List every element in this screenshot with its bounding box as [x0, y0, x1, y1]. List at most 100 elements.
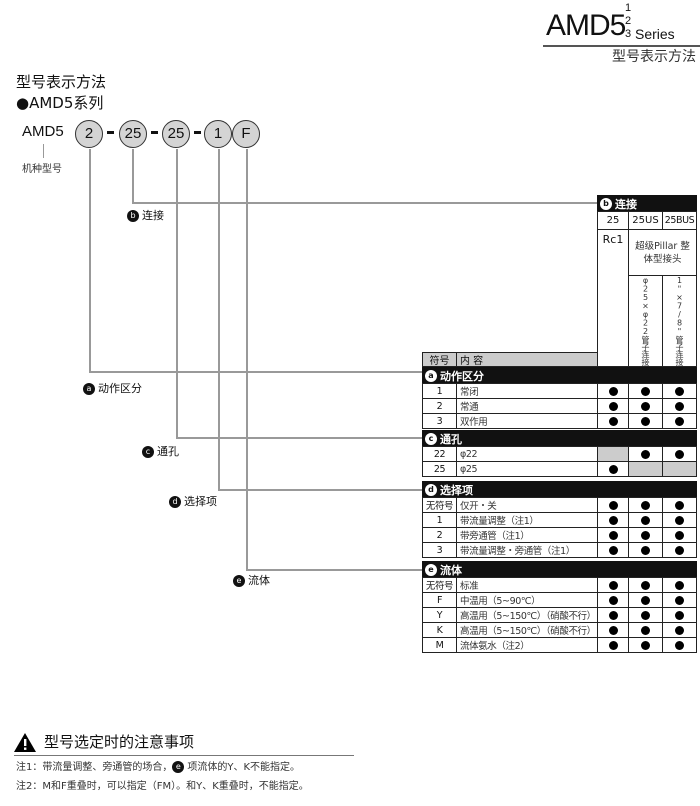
available-dot-icon: [641, 386, 650, 396]
row-code: 无符号: [422, 577, 457, 593]
available-dot-icon: [641, 625, 650, 635]
row-code: 25: [422, 461, 457, 477]
series-sub-top: 2: [625, 15, 632, 27]
availability-cell: [662, 512, 697, 528]
availability-cell: [662, 542, 697, 558]
available-dot-icon: [608, 464, 618, 474]
unavailable-cell: [662, 461, 697, 477]
callout-label: 连接: [142, 209, 164, 222]
row-code: 1: [422, 512, 457, 528]
note-1-a: 注1：带流量调整、旁通管的场合，: [16, 762, 173, 773]
availability-cell: [628, 497, 663, 513]
available-dot-icon: [641, 449, 650, 459]
availability-cell: [597, 527, 629, 543]
leader-c-h: [176, 437, 422, 439]
leader-d-h: [218, 489, 422, 491]
availability-cell: [597, 398, 629, 414]
availability-cell: [597, 592, 629, 608]
leader-e-h: [246, 569, 422, 571]
section-title: 流体: [440, 563, 462, 577]
availability-cell: [662, 592, 697, 608]
row-code: M: [422, 637, 457, 653]
availability-cell: [597, 413, 629, 429]
note-2: 注2：M和F重叠时，可以指定（FM）。和Y、K重叠时，不能指定。: [16, 781, 309, 792]
connection-col-25us: 25US: [628, 211, 663, 230]
available-dot-icon: [608, 401, 618, 411]
connection-desc-col3: 1"×7/8"管子连接: [662, 275, 697, 367]
row-content: 常闭: [456, 383, 598, 399]
available-dot-icon: [675, 449, 684, 459]
badge-icon: e: [233, 575, 245, 587]
available-dot-icon: [675, 515, 684, 525]
connection-desc-rc1: Rc1: [597, 229, 629, 367]
availability-cell: [628, 542, 663, 558]
connection-desc-pillar: 超级Pillar 整体型接头: [628, 229, 697, 276]
callout-label: 通孔: [157, 445, 179, 458]
row-content: 仅开・关: [456, 497, 598, 513]
table-head-code: 符号: [422, 352, 457, 367]
code-part-port: 25: [162, 120, 190, 148]
available-dot-icon: [675, 386, 684, 396]
row-code: 2: [422, 398, 457, 414]
row-code: 22: [422, 446, 457, 462]
available-dot-icon: [675, 530, 684, 540]
callout-label: 流体: [248, 574, 270, 587]
leader-c: [176, 149, 178, 438]
available-dot-icon: [641, 610, 650, 620]
available-dot-icon: [608, 640, 618, 650]
model-label: 机种型号: [22, 164, 62, 175]
leader-b-h: [132, 202, 597, 204]
availability-cell: [628, 512, 663, 528]
badge-icon: d: [425, 483, 437, 496]
availability-cell: [628, 607, 663, 623]
availability-cell: [597, 383, 629, 399]
leader-a: [89, 149, 91, 372]
available-dot-icon: [608, 515, 618, 525]
available-dot-icon: [608, 595, 618, 605]
row-code: 3: [422, 542, 457, 558]
availability-cell: [662, 622, 697, 638]
notes-rule: [14, 755, 354, 756]
badge-icon: a: [425, 369, 437, 382]
availability-cell: [662, 637, 697, 653]
availability-cell: [597, 577, 629, 593]
availability-cell: [662, 607, 697, 623]
series-subtitle: 型号表示方法: [612, 49, 696, 65]
badge-icon: b: [127, 210, 139, 222]
badge-icon: e: [425, 563, 437, 576]
row-code: K: [422, 622, 457, 638]
row-content: 双作用: [456, 413, 598, 429]
row-code: 3: [422, 413, 457, 429]
availability-cell: [628, 622, 663, 638]
available-dot-icon: [608, 500, 618, 510]
available-dot-icon: [675, 640, 684, 650]
available-dot-icon: [608, 416, 618, 426]
available-dot-icon: [608, 530, 618, 540]
series-sup: 1: [625, 2, 632, 14]
badge-icon: e: [172, 761, 185, 773]
availability-cell: [662, 398, 697, 414]
model-code: AMD5: [22, 123, 64, 140]
connection-col-25: 25: [597, 211, 629, 230]
callout-label: 选择项: [184, 495, 217, 508]
section-title: 动作区分: [440, 369, 484, 383]
connection-desc-text: φ25×φ22管子连接: [641, 276, 650, 366]
available-dot-icon: [608, 625, 618, 635]
leader-b: [132, 149, 134, 203]
availability-cell: [628, 577, 663, 593]
availability-cell: [597, 512, 629, 528]
title-rule: [543, 45, 700, 47]
availability-cell: [597, 542, 629, 558]
series-sub-bottom: 3: [625, 28, 632, 40]
available-dot-icon: [675, 580, 684, 590]
row-content: 带旁通管（注1）: [456, 527, 598, 543]
availability-cell: [597, 637, 629, 653]
